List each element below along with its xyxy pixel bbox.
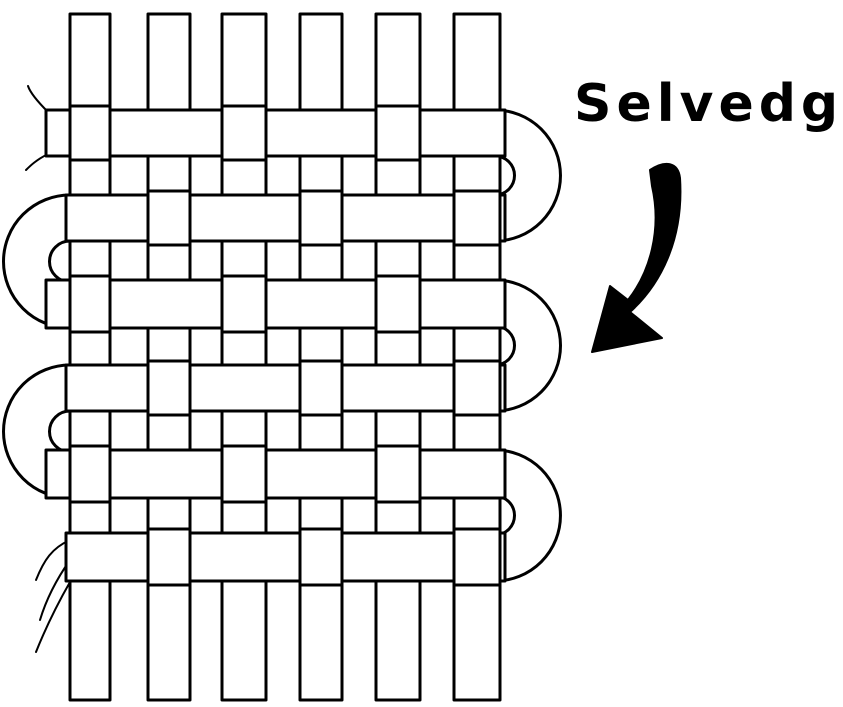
plain-weave <box>44 12 507 702</box>
warp-crossing <box>146 189 192 247</box>
warp-crossing <box>374 104 422 162</box>
weft-thread <box>44 278 507 330</box>
selvedge-loop <box>493 108 562 243</box>
warp-crossing <box>220 104 268 162</box>
selvedge-label: Selvedge <box>574 74 843 134</box>
warp-crossing <box>452 359 502 417</box>
selvedge-loop <box>493 448 562 583</box>
warp-crossing <box>68 444 112 504</box>
warp-crossing <box>220 444 268 504</box>
warp-crossing <box>298 189 344 247</box>
fringe-strand <box>27 85 49 113</box>
pointer-arrow-icon <box>591 162 682 353</box>
warp-crossing <box>68 104 112 162</box>
warp-crossing <box>220 274 268 334</box>
warp-crossing <box>146 359 192 417</box>
weft-thread <box>44 448 507 500</box>
weft-thread <box>64 531 507 583</box>
selvedge-loops <box>2 108 562 583</box>
warp-crossing <box>374 444 422 504</box>
weft-thread <box>44 108 507 158</box>
warp-crossing <box>374 274 422 334</box>
selvedge-loop <box>493 278 562 413</box>
warp-crossing <box>146 527 192 587</box>
warp-crossing <box>452 527 502 587</box>
weft-thread <box>64 363 507 413</box>
warp-crossing <box>298 359 344 417</box>
weft-thread <box>64 193 507 243</box>
warp-crossing <box>452 189 502 247</box>
warp-crossing <box>68 274 112 334</box>
fringe-strand <box>35 581 71 653</box>
warp-crossing <box>298 527 344 587</box>
